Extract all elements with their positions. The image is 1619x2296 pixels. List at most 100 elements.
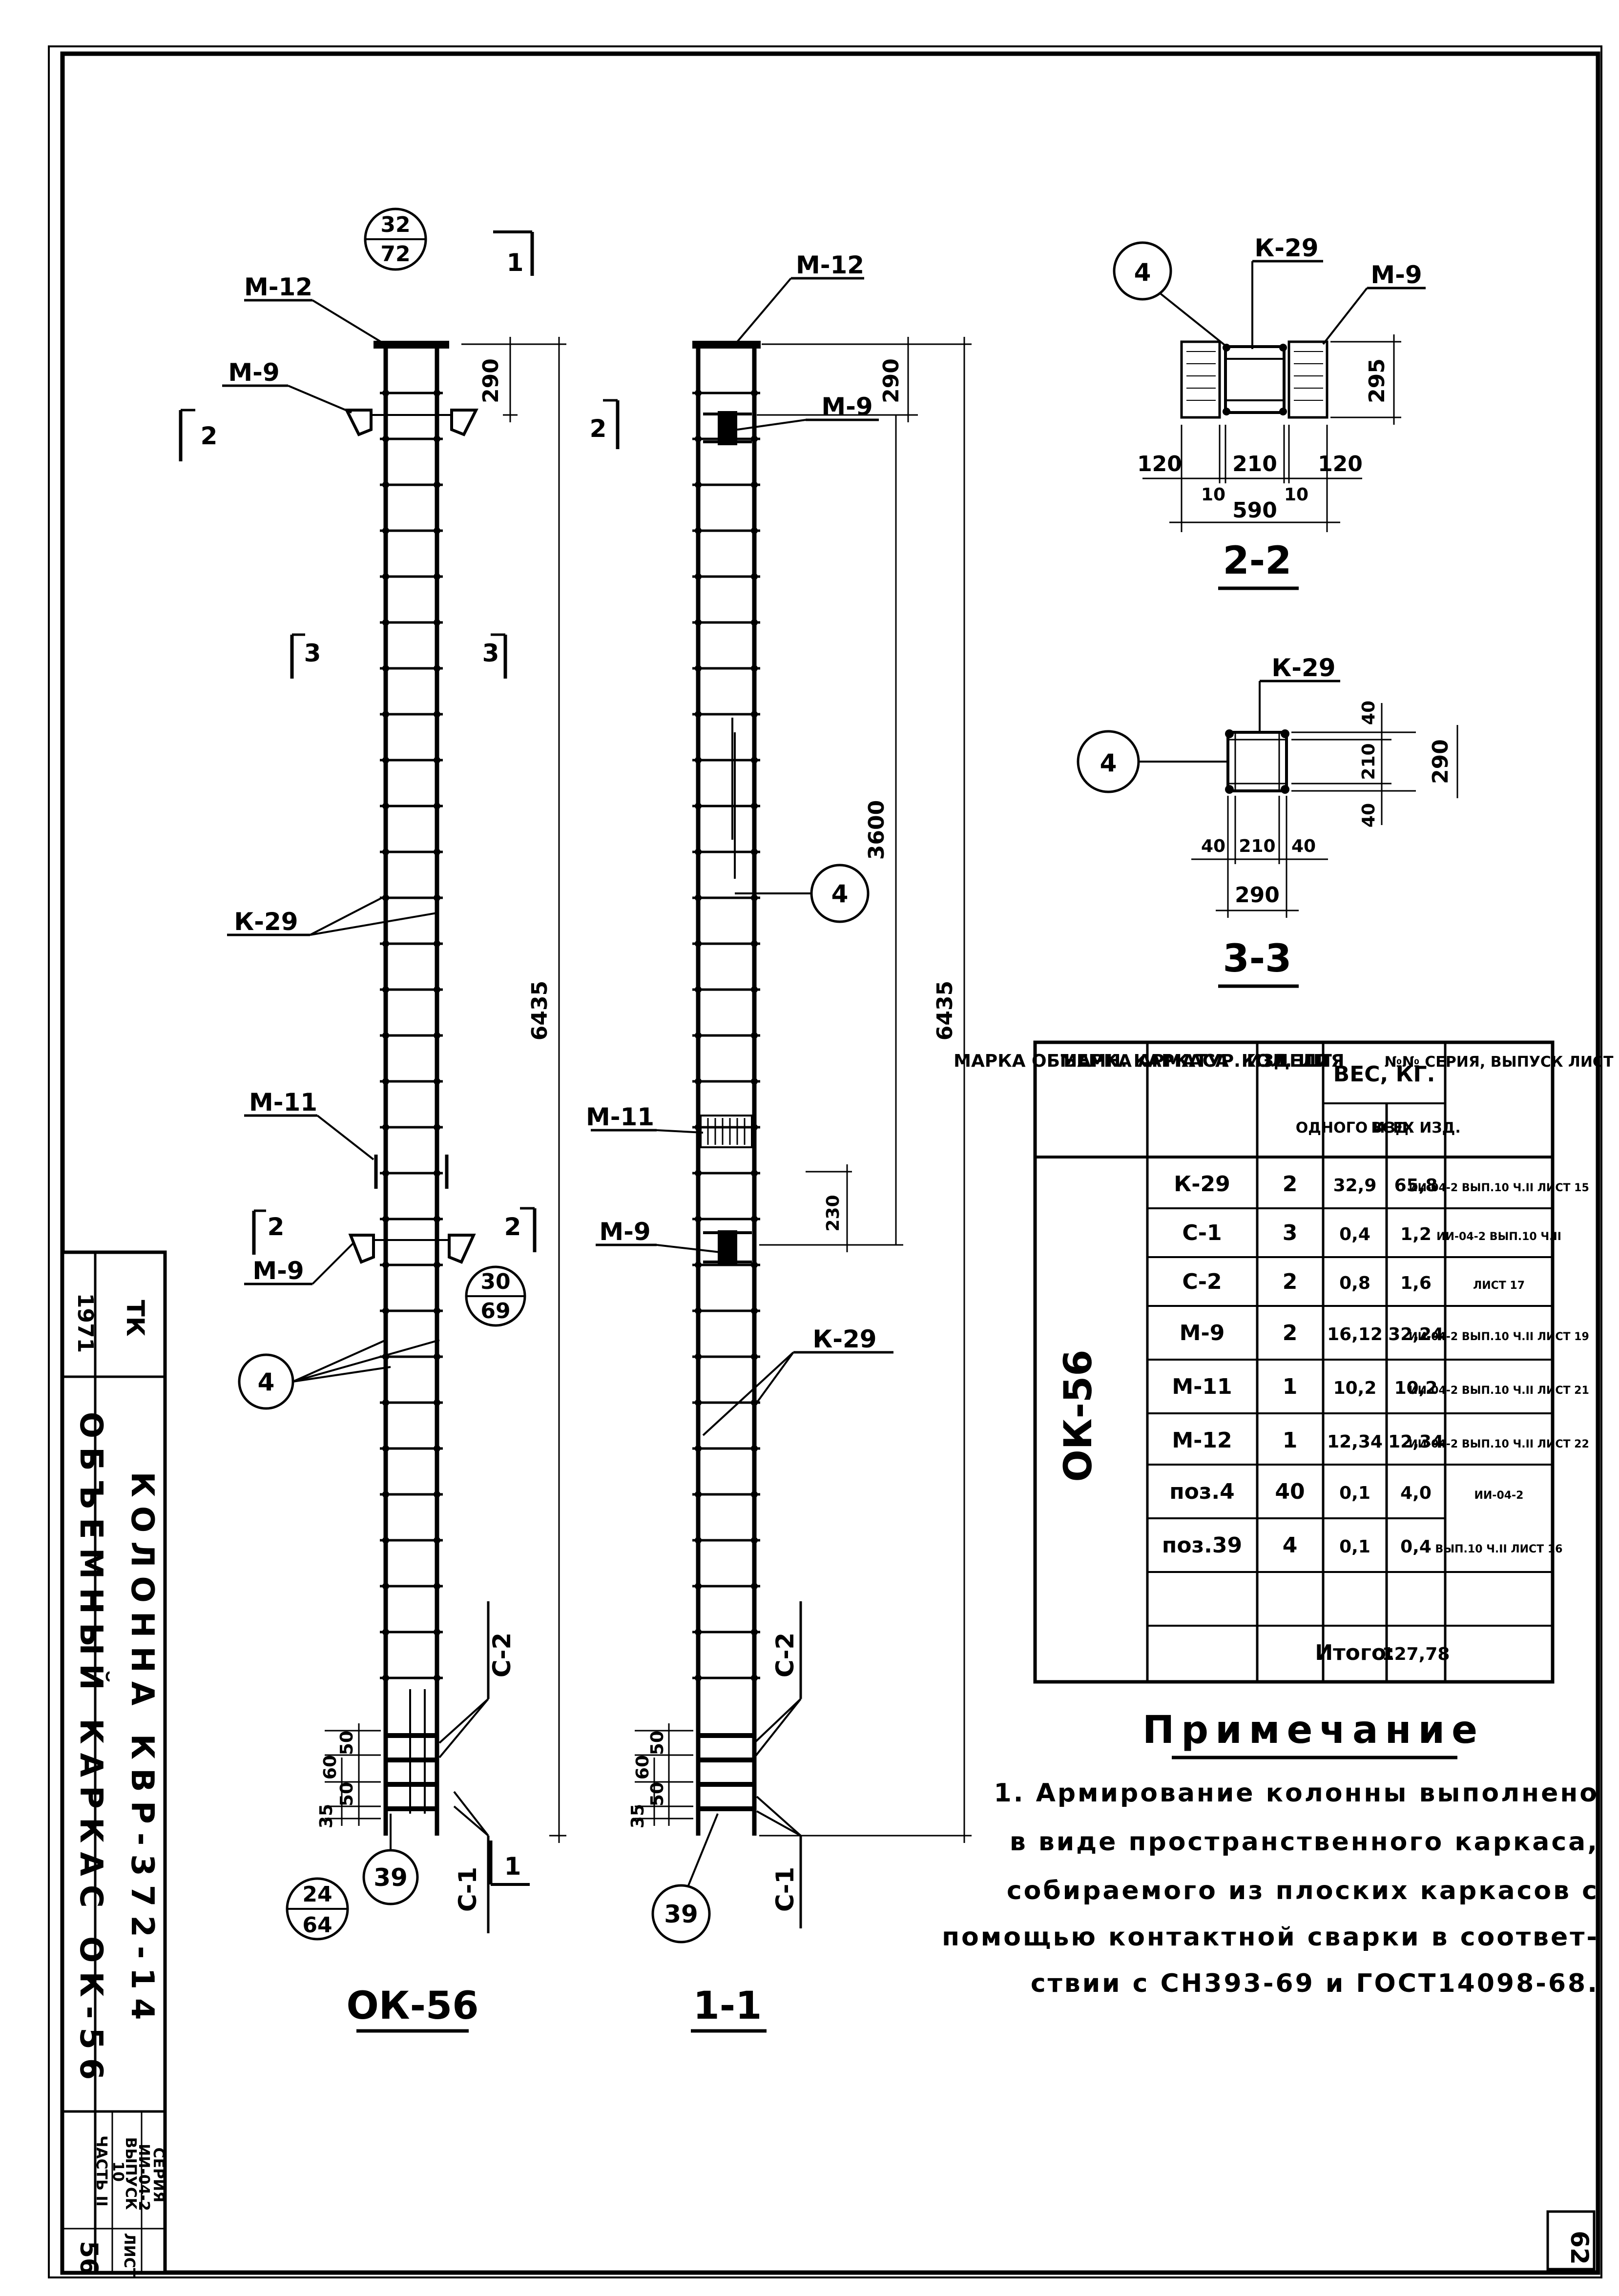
tie-section-node (751, 435, 758, 442)
row-one: 10,2 (1333, 1378, 1377, 1398)
tie-section-node (751, 1170, 758, 1177)
pos4-label: 4 (258, 1368, 275, 1396)
ref-circle-bottom-num: 24 (302, 1882, 332, 1907)
row-qty: 3 (1283, 1220, 1298, 1245)
tie-main-node (382, 1124, 389, 1131)
row-qty: 2 (1283, 1172, 1298, 1197)
tie-section-node (695, 986, 702, 993)
annotations-ok56: 32 72 1 1 2 2 3 3 2 2 М-12 (179, 207, 620, 2033)
row-one: 12,34 (1327, 1432, 1383, 1452)
tie-main-node (382, 986, 389, 993)
cut-3-left: 3 (304, 639, 321, 667)
ref-circle-mid-den: 69 (480, 1299, 510, 1324)
tie-section-node (695, 803, 702, 809)
row-ref: ИИ-04-2 ВЫП.10 Ч.II ЛИСТ 22 (1409, 1438, 1589, 1450)
tie-section-node (751, 894, 758, 901)
tie-section-node (751, 390, 758, 396)
label-c2: С-2 (488, 1633, 516, 1677)
stamp-series-label: СЕРИЯ (150, 2148, 167, 2203)
tie-section-node (751, 1216, 758, 1222)
tie-section-node (751, 573, 758, 580)
corbel-m9-top-left (344, 409, 373, 436)
sec11-pos4-circle (810, 864, 870, 923)
ref-circle-top-den: 72 (380, 242, 410, 267)
tie-section-node (751, 940, 758, 947)
row-mark: К-29 (1174, 1172, 1230, 1197)
cut-1-top: 1 (507, 248, 524, 277)
tie-section-node (751, 1032, 758, 1039)
row-mark: М-12 (1172, 1428, 1232, 1453)
row-mark: С-1 (1182, 1220, 1222, 1245)
page-number: 62 (1565, 2231, 1594, 2265)
tie-main-node (382, 1032, 389, 1039)
spec-table (1033, 1040, 1555, 1684)
tie-main-node (382, 1583, 389, 1590)
row-qty: 40 (1275, 1479, 1305, 1504)
dim-sec22-295: 295 (1365, 358, 1390, 403)
row-one: 32,9 (1333, 1176, 1377, 1196)
tie-main-node (434, 711, 440, 718)
stamp-issue: 10 (109, 2161, 126, 2182)
tie-main-node (434, 1262, 440, 1268)
ref-circle-top-num: 32 (380, 212, 410, 237)
tie-main-node (382, 527, 389, 534)
row-all: 0,4 (1400, 1537, 1432, 1557)
sec22-pos4-label: 4 (1134, 258, 1151, 287)
tie-section-node (695, 1537, 702, 1544)
sec11-pos4-label: 4 (831, 880, 849, 908)
tie-section-node (695, 1675, 702, 1681)
tie-section-node (695, 527, 702, 534)
sec11-pos39-circle (651, 1884, 711, 1944)
tie-section-node (695, 711, 702, 718)
sec11-label-m9-low: М-9 (599, 1218, 650, 1246)
tie-section-node (695, 1124, 702, 1131)
tie-main-node (382, 757, 389, 764)
total-label: Итого: (1315, 1640, 1394, 1665)
tie-main-node (434, 803, 440, 809)
tie-main-node (382, 481, 389, 488)
tie-main-node (434, 1399, 440, 1406)
row-ref: ИИ-04-2 ВЫП.10 Ч.II (1436, 1231, 1561, 1243)
note-heading: Примечание (1142, 1708, 1484, 1752)
stamp-year: 1971 (73, 1293, 98, 1353)
dim-sec33-h210: 210 (1239, 836, 1275, 856)
row-mark: поз.39 (1162, 1533, 1242, 1558)
view-section-3-3: К-29 4 40 210 40 290 40 210 40 290 3-3 (1077, 654, 1458, 988)
tie-main-node (382, 1399, 389, 1406)
note-line-5: ствии с СН393-69 и ГОСТ14098-68. (1031, 1969, 1599, 1998)
tie-main-node (382, 1216, 389, 1222)
cut-2-left: 2 (201, 422, 218, 450)
label-m9-top: М-9 (228, 358, 279, 387)
pos39-label: 39 (374, 1863, 408, 1892)
annotations-section-1-1: М-12 М-9 4 М-11 М-9 К-29 С-2 С-1 39 290 (586, 251, 972, 2033)
tie-section-node (695, 1262, 702, 1268)
tie-main-node (434, 848, 440, 855)
tie-main-node (434, 481, 440, 488)
tie-main-node (382, 1262, 389, 1268)
row-one: 0,4 (1339, 1224, 1370, 1244)
dim-sec22-10b: 10 (1284, 485, 1308, 505)
sec11-label-k29: К-29 (812, 1325, 876, 1353)
row-mark: М-11 (1172, 1374, 1232, 1399)
th-col2: МАРКА АРМАТУР. ИЗДЕЛИЯ (1060, 1051, 1345, 1071)
tie-main-node (434, 894, 440, 901)
row-one: 0,1 (1339, 1483, 1370, 1503)
th-col4: ВЕС, КГ. (1333, 1062, 1435, 1087)
row-all: 4,0 (1400, 1483, 1432, 1503)
dim-sec11-6435: 6435 (933, 981, 957, 1040)
tie-section-node (695, 1307, 702, 1314)
tie-section-node (695, 1491, 702, 1498)
sec11-label-m11: М-11 (586, 1103, 654, 1131)
row-one: 0,8 (1339, 1273, 1370, 1293)
tie-main-node (434, 1307, 440, 1314)
tie-section-node (695, 481, 702, 488)
tie-main-node (434, 1675, 440, 1681)
tie-main-node (434, 527, 440, 534)
tie-main-node (434, 573, 440, 580)
note-block: Примечание 1. Армирование колонны выполн… (942, 1708, 1599, 1998)
cut-1-bottom: 1 (504, 1852, 521, 1881)
row-ref: ЛИСТ 17 (1473, 1280, 1525, 1292)
row-qty: 2 (1283, 1321, 1298, 1345)
tie-main-node (382, 940, 389, 947)
